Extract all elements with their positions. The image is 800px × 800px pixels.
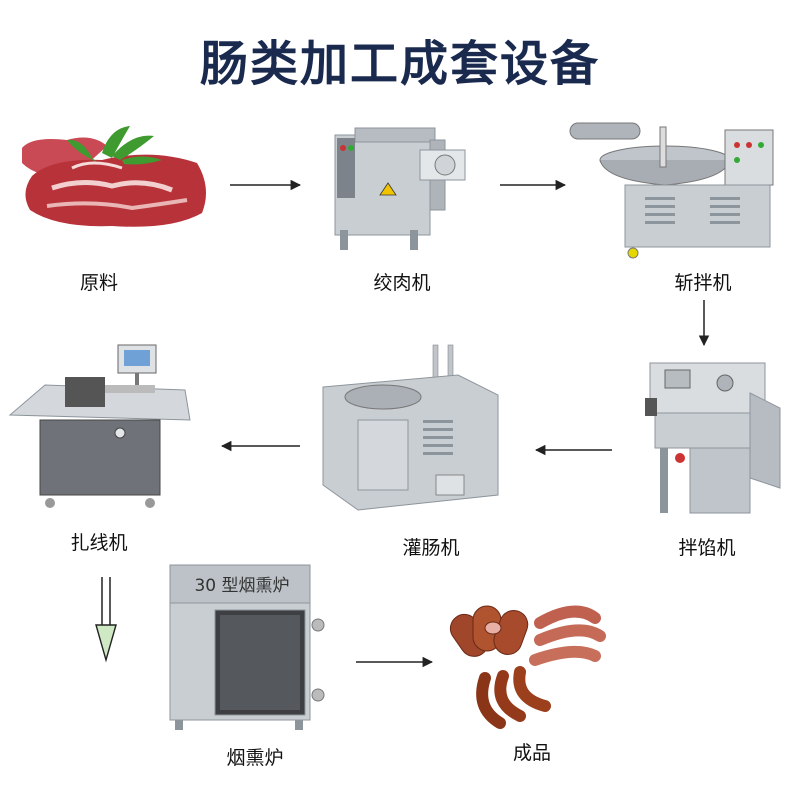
node-label-smoker: 烟熏炉 <box>190 743 320 770</box>
node-label-raw: 原料 <box>34 268 164 295</box>
chopper-icon <box>565 115 780 260</box>
node-label-tier: 扎线机 <box>34 528 164 555</box>
grinder-icon <box>325 120 475 255</box>
raw-meat-icon <box>12 118 217 238</box>
node-label-chopper: 斩拌机 <box>638 268 768 295</box>
node-label-grinder: 绞肉机 <box>337 268 467 295</box>
node-label-filler: 灌肠机 <box>366 533 496 560</box>
node-label-product: 成品 <box>467 738 597 765</box>
arrow-tier-to-smoker <box>96 577 116 660</box>
sausage-product-icon <box>445 598 610 733</box>
smoker-panel-text: 30 型烟熏炉 <box>194 576 289 596</box>
node-label-mixer: 拌馅机 <box>642 533 772 560</box>
filler-icon <box>318 345 503 520</box>
smoker-icon: 30 型烟熏炉 <box>170 565 325 730</box>
tier-icon <box>10 345 195 510</box>
mixer-icon <box>635 358 785 523</box>
